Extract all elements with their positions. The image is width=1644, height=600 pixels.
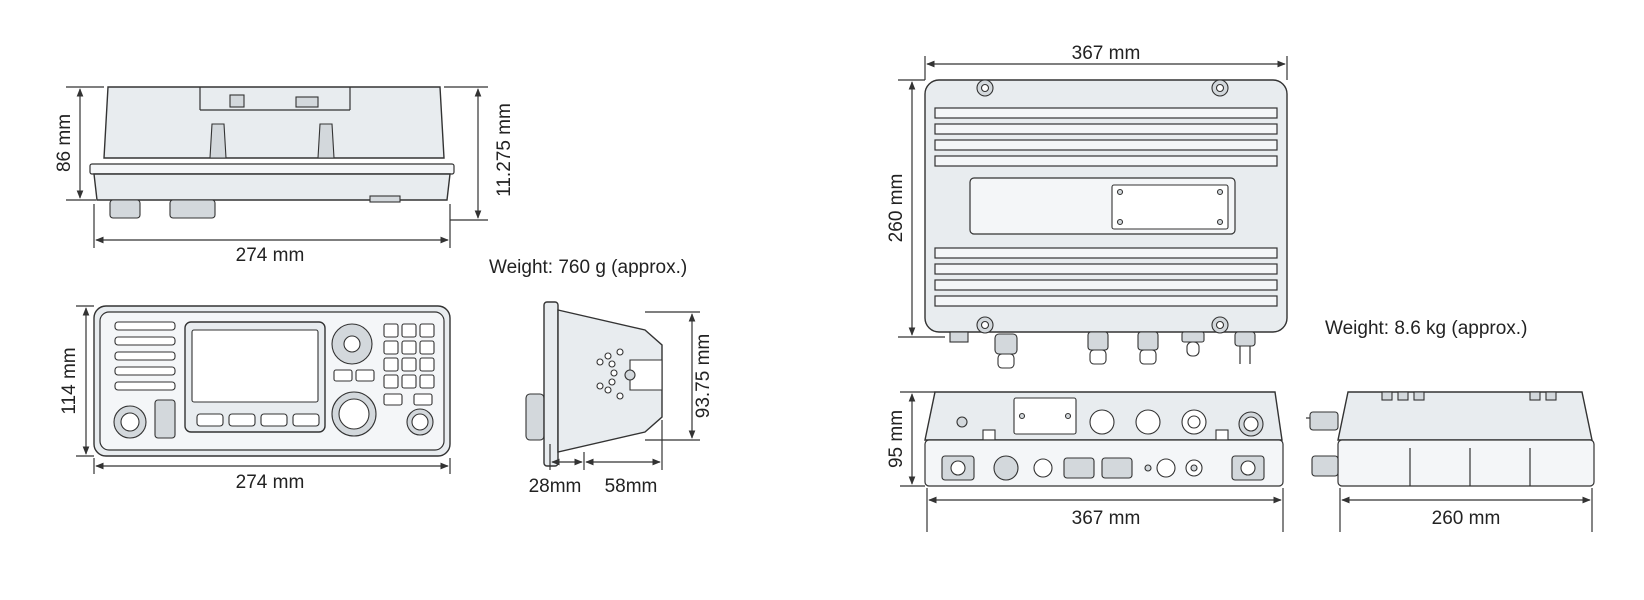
transponder-top-height-dimension: 260 mm xyxy=(886,79,945,338)
radio-side-height-label: 93.75 mm xyxy=(693,334,714,418)
transponder-top-view xyxy=(924,79,1288,369)
transponder-side-view xyxy=(1306,391,1595,487)
cooling-fins-top xyxy=(934,107,1278,167)
radio-top-view xyxy=(89,86,455,219)
radio-front-height-label: 114 mm xyxy=(59,347,80,414)
top-view-connectors xyxy=(949,331,1256,369)
radio-side-rear-depth-label: 58mm xyxy=(605,476,658,497)
transponder-side-depth-label: 260 mm xyxy=(1432,508,1501,529)
radio-top-width-label: 274 mm xyxy=(236,245,305,266)
radio-front-width-dimension: 274 mm xyxy=(93,458,451,493)
transponder-top-width-label: 367 mm xyxy=(1072,43,1141,64)
transponder-side-depth-dimension: 260 mm xyxy=(1339,488,1593,532)
transponder-weight-label: Weight: 8.6 kg (approx.) xyxy=(1325,318,1527,339)
radio-front-view xyxy=(93,305,451,457)
radio-top-height-dimension: 86 mm xyxy=(54,86,104,201)
transponder-front-width-label: 367 mm xyxy=(1072,508,1141,529)
transponder-top-height-label: 260 mm xyxy=(886,174,907,243)
radio-side-view xyxy=(525,301,663,467)
transponder-top-width-dimension: 367 mm xyxy=(924,43,1288,80)
keypad xyxy=(383,323,435,389)
front-panel-connectors xyxy=(941,455,1265,481)
radio-side-front-depth-label: 28mm xyxy=(529,476,582,497)
radio-side-depth-dimensions: 28mm 58mm xyxy=(529,420,663,497)
cooling-fins-bottom xyxy=(934,247,1278,307)
radio-front-height-dimension: 114 mm xyxy=(59,305,94,457)
transponder-front-view xyxy=(924,391,1284,487)
transponder-nameplate xyxy=(1111,184,1229,230)
transponder-front-width-dimension: 367 mm xyxy=(926,488,1284,532)
side-vent-dots xyxy=(596,348,624,400)
radio-top-width-dimension: 274 mm xyxy=(93,204,451,266)
transponder-front-height-dimension: 95 mm xyxy=(886,391,935,487)
radio-top-total-height-dimension: 11.275 mm xyxy=(444,86,515,221)
lcd-screen xyxy=(191,329,319,403)
radio-front-width-label: 274 mm xyxy=(236,472,305,493)
radio-weight-label: Weight: 760 g (approx.) xyxy=(489,257,687,278)
radio-side-height-dimension: 93.75 mm xyxy=(645,311,714,441)
radio-top-total-height-label: 11.275 mm xyxy=(494,103,515,197)
transponder-front-height-label: 95 mm xyxy=(886,410,907,468)
radio-top-height-label: 86 mm xyxy=(54,114,75,172)
